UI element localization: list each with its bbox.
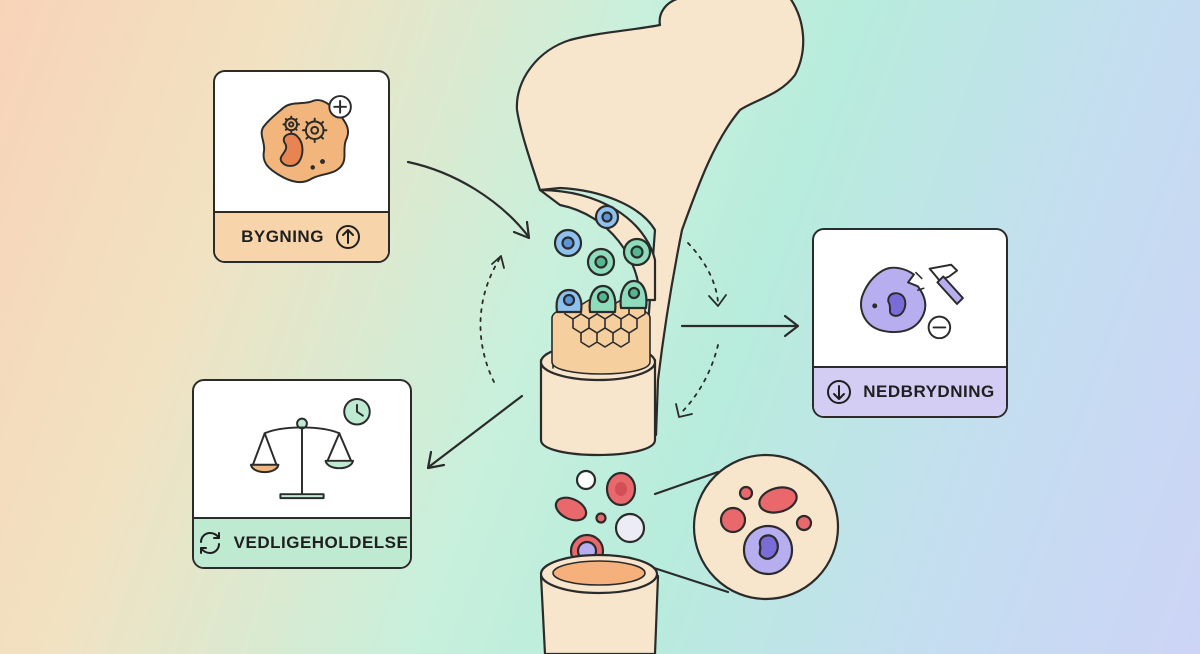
card-building: BYGNING bbox=[213, 70, 390, 263]
arrow-down-circle-icon bbox=[827, 380, 852, 404]
balance-scale-icon bbox=[249, 397, 371, 500]
card-breakdown-label: NEDBRYDNING bbox=[863, 382, 995, 401]
arrow-bone-to-maintenance bbox=[428, 394, 524, 468]
stem-cells bbox=[553, 204, 652, 314]
card-breakdown: NEDBRYDNING bbox=[812, 228, 1008, 418]
osteoclast-icon bbox=[860, 263, 964, 340]
card-breakdown-footer: NEDBRYDNING bbox=[814, 366, 1006, 416]
osteoblast-icon bbox=[260, 95, 352, 184]
card-maintenance-footer: VEDLIGEHOLDELSE bbox=[194, 517, 410, 567]
card-building-footer: BYGNING bbox=[215, 211, 388, 261]
arrow-build-to-bone bbox=[406, 160, 530, 238]
magnified-cells bbox=[719, 485, 813, 576]
femur-lower bbox=[539, 574, 660, 654]
zoom-line-top bbox=[653, 470, 720, 496]
arrow-up-circle-icon bbox=[335, 225, 360, 249]
refresh-icon bbox=[199, 532, 220, 554]
bone-cylinder bbox=[539, 358, 657, 457]
card-maintenance: VEDLIGEHOLDELSE bbox=[192, 379, 412, 569]
cycle-arrows bbox=[479, 242, 719, 413]
card-maintenance-label: VEDLIGEHOLDELSE bbox=[233, 533, 409, 552]
blood-cells bbox=[554, 469, 646, 569]
marrow-surface bbox=[552, 560, 646, 586]
card-building-label: BYGNING bbox=[241, 227, 324, 246]
zoom-line-bottom bbox=[652, 566, 730, 594]
